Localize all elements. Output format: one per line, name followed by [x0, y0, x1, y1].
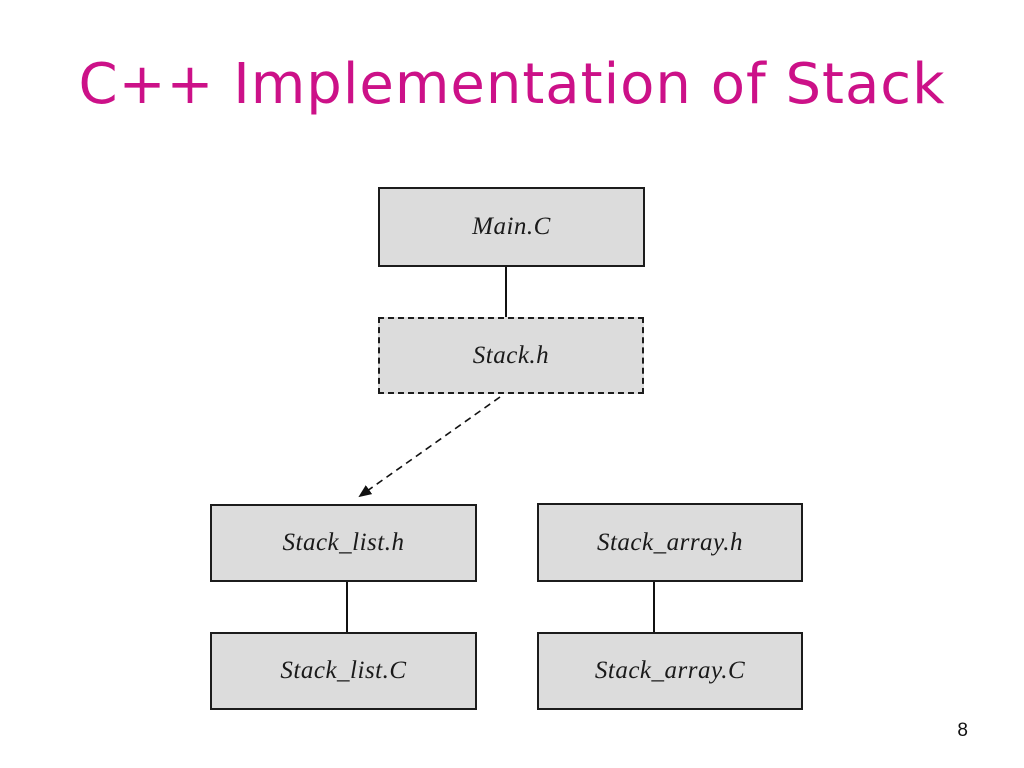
- node-stack-array-c: Stack_array.C: [537, 632, 803, 710]
- node-stack-h: Stack.h: [378, 317, 644, 394]
- edge-stack-to-stacklist-arrow: [358, 396, 501, 498]
- node-stack-list-h: Stack_list.h: [210, 504, 477, 582]
- node-stack-array-h: Stack_array.h: [537, 503, 803, 582]
- slide-title: C++ Implementation of Stack: [78, 52, 946, 117]
- page-number: 8: [957, 720, 968, 741]
- node-stack-list-c: Stack_list.C: [210, 632, 477, 710]
- node-main-c: Main.C: [378, 187, 645, 267]
